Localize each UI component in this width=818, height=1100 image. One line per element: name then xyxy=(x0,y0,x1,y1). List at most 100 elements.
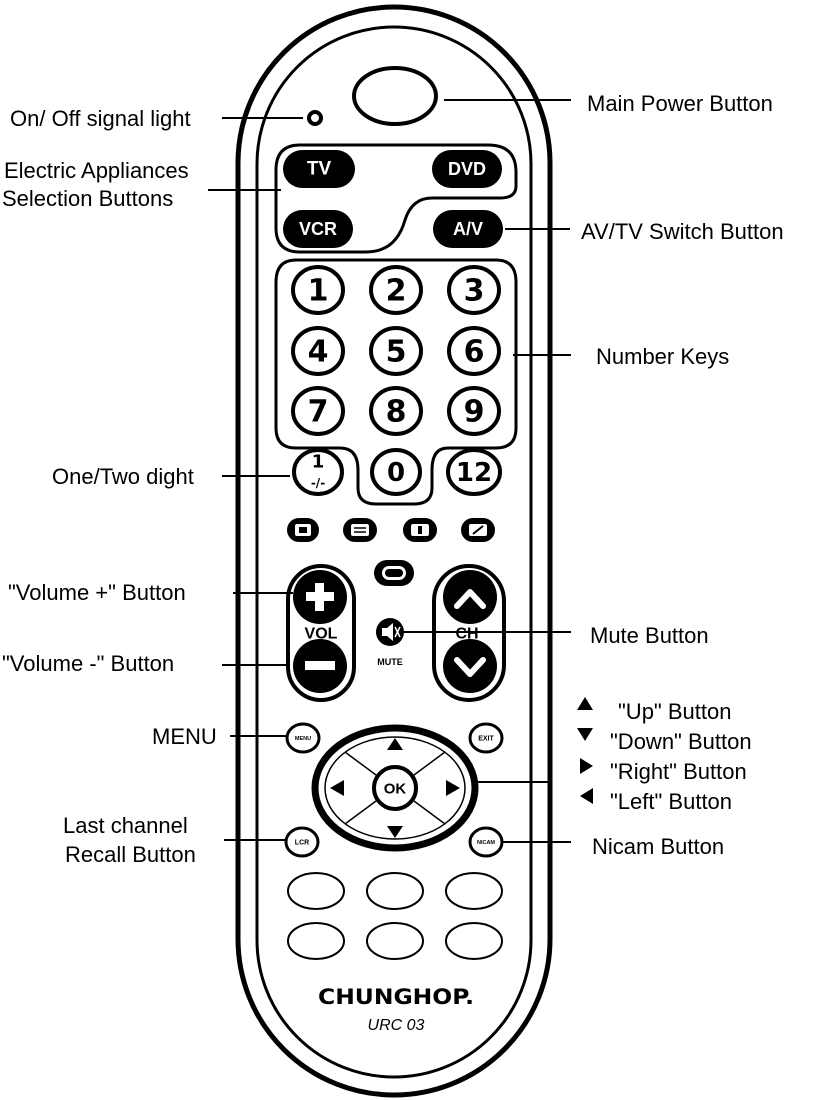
right-triangle-icon xyxy=(580,758,593,774)
teletext-button-4[interactable] xyxy=(461,518,495,542)
up-button[interactable] xyxy=(387,738,403,750)
label-one-two-digit: One/Two dight xyxy=(52,464,194,489)
label-up: "Up" Button xyxy=(618,699,731,724)
number-key-4[interactable]: 4 xyxy=(291,326,345,376)
signal-light xyxy=(307,110,323,126)
label-left: "Left" Button xyxy=(610,789,732,814)
av-button-label: A/V xyxy=(453,219,483,239)
right-button[interactable] xyxy=(446,780,460,796)
number-keypad-panel xyxy=(274,258,518,506)
menu-button[interactable]: MENU xyxy=(285,722,321,754)
right-arrow-icon xyxy=(446,780,460,796)
number-key-5-label: 5 xyxy=(386,335,407,370)
number-key-2[interactable]: 2 xyxy=(369,265,423,315)
up-triangle-icon xyxy=(577,697,593,710)
dvd-button-label: DVD xyxy=(448,159,486,179)
number-key-12-label: 12 xyxy=(456,458,492,488)
one-two-digit-top: 1 xyxy=(312,452,325,473)
av-button[interactable]: A/V xyxy=(433,210,503,248)
number-key-8[interactable]: 8 xyxy=(369,386,423,436)
left-button[interactable] xyxy=(330,780,344,796)
number-key-1-label: 1 xyxy=(308,274,329,309)
label-down: "Down" Button xyxy=(610,729,752,754)
tv-button[interactable]: TV xyxy=(283,150,355,188)
teletext-button-1[interactable] xyxy=(287,518,319,542)
exit-button-label: EXIT xyxy=(478,736,494,743)
label-nicam: Nicam Button xyxy=(592,834,724,859)
one-two-digit-bottom: -/- xyxy=(311,476,325,490)
last-channel-button-label: LCR xyxy=(295,840,309,847)
dvd-button[interactable]: DVD xyxy=(432,150,502,188)
number-key-0-label: 0 xyxy=(387,458,405,488)
label-last-channel-line1: Last channel xyxy=(63,813,188,838)
nicam-button-label: NICAM xyxy=(477,840,495,846)
number-key-12[interactable]: 12 xyxy=(446,448,502,496)
number-key-3[interactable]: 3 xyxy=(447,265,501,315)
mute-icon xyxy=(382,623,401,641)
function-button-3[interactable] xyxy=(445,872,503,910)
info-button[interactable] xyxy=(374,560,414,586)
label-av-tv-switch: AV/TV Switch Button xyxy=(581,219,784,244)
navigation-pad: OK xyxy=(311,724,479,852)
volume-rocker: VOL xyxy=(286,564,356,702)
teletext-button-2[interactable] xyxy=(343,518,377,542)
label-last-channel-line2: Recall Button xyxy=(65,842,196,867)
up-arrow-icon xyxy=(387,738,403,750)
channel-up-button[interactable] xyxy=(443,570,497,624)
ok-button-label: OK xyxy=(384,781,407,798)
number-key-3-label: 3 xyxy=(464,274,485,309)
number-keys-group: 1 2 3 4 5 6 7 8 9 xyxy=(291,265,501,436)
exit-button[interactable]: EXIT xyxy=(468,722,504,754)
tv-button-label: TV xyxy=(307,159,332,180)
device-selection-panel xyxy=(274,143,518,254)
volume-down-button[interactable] xyxy=(293,639,347,693)
label-right: "Right" Button xyxy=(610,759,747,784)
number-key-9[interactable]: 9 xyxy=(447,386,501,436)
function-button-6[interactable] xyxy=(445,922,503,960)
number-key-0[interactable]: 0 xyxy=(370,448,422,496)
number-key-6[interactable]: 6 xyxy=(447,326,501,376)
ok-button[interactable]: OK xyxy=(372,765,418,811)
down-triangle-icon xyxy=(577,728,593,741)
label-menu: MENU xyxy=(152,724,217,749)
vol-label: VOL xyxy=(305,626,338,643)
label-volume-plus: "Volume +" Button xyxy=(8,580,186,605)
blank-buttons xyxy=(287,872,503,960)
left-arrow-icon xyxy=(330,780,344,796)
function-button-4[interactable] xyxy=(287,922,345,960)
number-key-8-label: 8 xyxy=(386,395,407,430)
ch-label: CH xyxy=(455,626,478,643)
number-key-6-label: 6 xyxy=(464,335,485,370)
down-arrow-icon xyxy=(387,826,403,838)
label-volume-minus: "Volume -" Button xyxy=(2,651,174,676)
function-button-5[interactable] xyxy=(366,922,424,960)
function-button-1[interactable] xyxy=(287,872,345,910)
down-button[interactable] xyxy=(387,826,403,838)
number-key-7-label: 7 xyxy=(308,395,329,430)
channel-down-button[interactable] xyxy=(443,639,497,693)
number-key-1[interactable]: 1 xyxy=(291,265,345,315)
number-key-9-label: 9 xyxy=(464,395,485,430)
nicam-button[interactable]: NICAM xyxy=(468,826,504,858)
power-button[interactable] xyxy=(352,66,438,126)
label-appliances-line2: Selection Buttons xyxy=(2,186,173,211)
number-key-5[interactable]: 5 xyxy=(369,326,423,376)
vcr-button-label: VCR xyxy=(299,219,337,239)
label-signal-light: On/ Off signal light xyxy=(10,106,191,131)
model-number: URC 03 xyxy=(368,1017,425,1034)
last-channel-button[interactable]: LCR xyxy=(284,826,320,858)
number-key-4-label: 4 xyxy=(308,335,329,370)
vcr-button[interactable]: VCR xyxy=(283,210,353,248)
label-number-keys: Number Keys xyxy=(596,344,729,369)
function-button-2[interactable] xyxy=(366,872,424,910)
one-two-digit-button[interactable]: 1 -/- xyxy=(292,448,344,496)
mute-button[interactable]: MUTE xyxy=(376,618,404,667)
teletext-button-3[interactable] xyxy=(403,518,437,542)
brand-logo: CHUNGHOP. xyxy=(318,985,474,1009)
leader-lines xyxy=(208,99,571,843)
volume-up-button[interactable] xyxy=(293,570,347,624)
label-appliances-line1: Electric Appliances xyxy=(4,158,189,183)
number-key-7[interactable]: 7 xyxy=(291,386,345,436)
menu-button-label: MENU xyxy=(295,736,311,742)
